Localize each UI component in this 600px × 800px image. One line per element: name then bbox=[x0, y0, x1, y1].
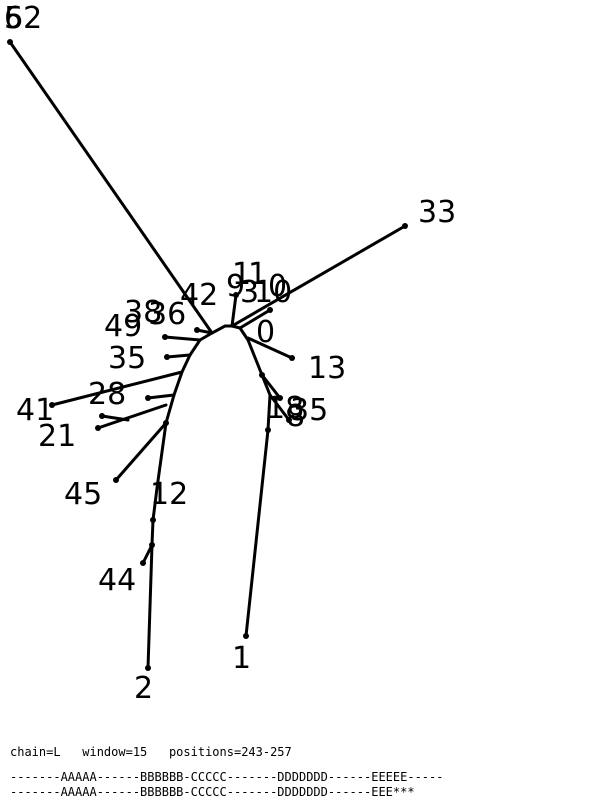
branch-33 bbox=[230, 224, 407, 328]
branch-10 bbox=[238, 308, 272, 330]
leaf-label-13: 13 bbox=[308, 351, 346, 386]
branch-9-3 bbox=[230, 293, 238, 328]
branch-18 bbox=[260, 373, 282, 400]
leaf-label-44: 44 bbox=[98, 563, 136, 598]
leaf-label-10: 10 bbox=[254, 275, 292, 310]
tree-node bbox=[145, 395, 151, 401]
tree-node bbox=[164, 354, 170, 360]
tree-node bbox=[149, 542, 155, 548]
branch-41 bbox=[50, 370, 184, 407]
tree-nodes bbox=[7, 39, 408, 671]
leaf-label-33: 33 bbox=[418, 195, 456, 230]
branch-8 bbox=[268, 393, 291, 422]
leaf-label-49: 49 bbox=[104, 309, 142, 344]
tree-node bbox=[277, 395, 283, 401]
leaf-label-12: 12 bbox=[150, 477, 188, 512]
tree-node bbox=[243, 633, 249, 639]
tree-node bbox=[99, 413, 105, 419]
leaf-label-41: 41 bbox=[16, 393, 54, 428]
branch-28 bbox=[146, 393, 176, 400]
tree-node bbox=[140, 560, 146, 566]
leaf-label-21: 21 bbox=[38, 419, 76, 454]
leaf-label-1b: 1 bbox=[248, 257, 267, 292]
tree-node bbox=[267, 307, 273, 313]
branch-45 bbox=[114, 421, 168, 482]
leaf-label-38: 38 bbox=[124, 295, 162, 330]
leaf-label-45: 45 bbox=[64, 477, 102, 512]
leaf-label-1a: 1 bbox=[232, 257, 251, 292]
leaf-label-35: 35 bbox=[108, 341, 146, 376]
tree-node bbox=[162, 334, 168, 340]
leaf-label-18: 18 bbox=[266, 391, 304, 426]
branch-13 bbox=[246, 336, 294, 360]
tree-node bbox=[150, 517, 156, 523]
leaf-label-9: 9 bbox=[226, 269, 245, 304]
branch-38-36 bbox=[163, 335, 202, 342]
leaf-label-62: 62 bbox=[4, 1, 42, 36]
leaf-label-36: 36 bbox=[148, 297, 186, 332]
tree-node bbox=[259, 372, 265, 378]
leaf-label-35b: 35 bbox=[290, 393, 328, 428]
alignment-line-2: -------AAAAA------BBBBBB-CCCCC-------DDD… bbox=[10, 785, 415, 799]
leaf-label-3: 3 bbox=[240, 275, 259, 310]
tree-edges bbox=[8, 40, 407, 670]
tree-node bbox=[265, 427, 271, 433]
leaf-label-0: 0 bbox=[256, 315, 275, 350]
alignment-line-1: -------AAAAA------BBBBBB-CCCCC-------DDD… bbox=[10, 770, 444, 784]
tree-node bbox=[113, 477, 119, 483]
leaf-label-5: 5 bbox=[4, 1, 23, 36]
branch-62 bbox=[8, 40, 214, 335]
leaf-label-1: 1 bbox=[232, 641, 251, 676]
tree-node bbox=[194, 327, 200, 333]
tree-node bbox=[286, 417, 292, 423]
tree-node bbox=[7, 39, 13, 45]
tree-node bbox=[163, 420, 169, 426]
branch-44 bbox=[141, 543, 154, 565]
tree-node bbox=[145, 665, 151, 671]
branch-35 bbox=[165, 353, 192, 359]
branch-21b bbox=[100, 414, 130, 422]
leaf-label-8: 8 bbox=[286, 399, 305, 434]
tree-node bbox=[95, 425, 101, 431]
leaf-label-42: 42 bbox=[180, 278, 218, 313]
tree-node bbox=[289, 355, 295, 361]
tree-node bbox=[49, 402, 55, 408]
tree-node bbox=[233, 292, 239, 298]
leaf-label-28: 28 bbox=[88, 377, 126, 412]
parameters-line: chain=L window=15 positions=243-257 bbox=[10, 745, 292, 759]
leaf-label-2: 2 bbox=[134, 671, 153, 706]
tree-labels: 62 5 33 13 1 42 9 3 1 1 0 10 0 38 36 49 … bbox=[4, 1, 456, 706]
branch-21 bbox=[96, 403, 168, 430]
tree-node bbox=[402, 223, 408, 229]
leaf-label-0a: 0 bbox=[268, 269, 287, 304]
